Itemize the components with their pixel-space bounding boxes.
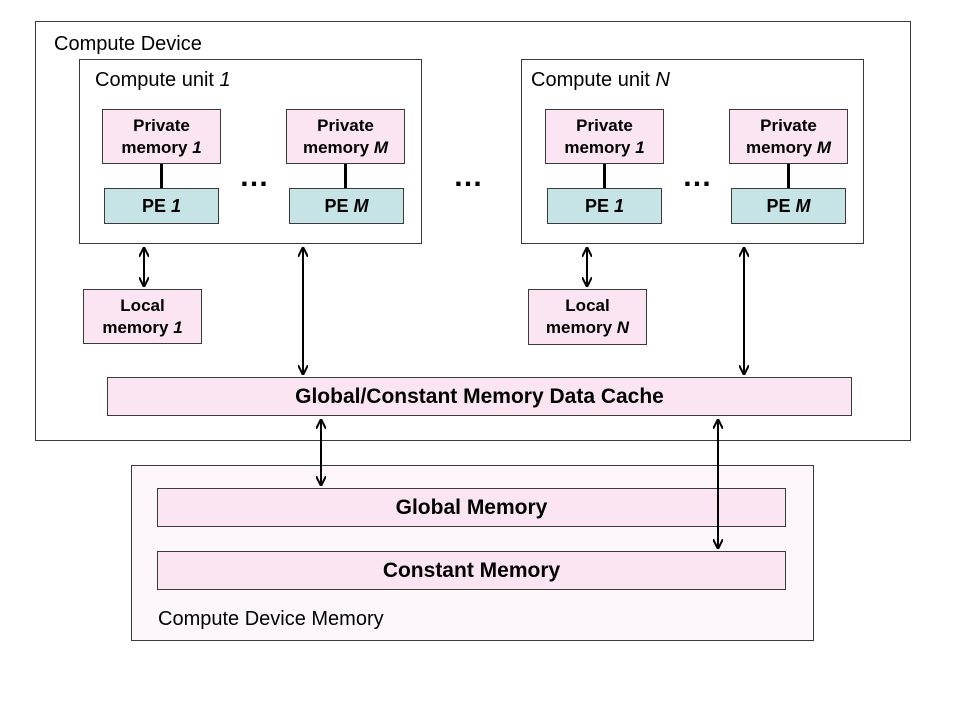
global-constant-cache: Global/Constant Memory Data Cache: [107, 377, 852, 416]
compute-unit-n-title-prefix: Compute unit: [531, 69, 656, 91]
unit-1-private-memory-1: Private memory 1: [102, 109, 221, 164]
compute-unit-n-title: Compute unit N: [531, 69, 670, 92]
private-memory-label: Private: [317, 115, 374, 135]
private-memory-prefix: memory: [564, 137, 636, 157]
constant-memory: Constant Memory: [157, 551, 786, 590]
private-memory-index: M: [373, 137, 389, 157]
compute-unit-n-title-index: N: [655, 69, 670, 91]
local-memory-index: N: [616, 318, 630, 337]
private-memory-label: Private: [576, 115, 633, 135]
local-memory-n: Local memory N: [528, 289, 647, 345]
private-memory-prefix: memory: [302, 137, 374, 157]
compute-unit-1-title-index: 1: [219, 69, 231, 91]
private-memory-prefix: memory: [121, 137, 193, 157]
private-memory-index: 1: [635, 137, 645, 157]
private-memory-label: Private: [133, 115, 190, 135]
unit-1-pe-m: PE M: [289, 188, 404, 224]
unit-n-private-memory-1: Private memory 1: [545, 109, 664, 164]
pe-index: 1: [614, 196, 625, 216]
unit-1-pe-1: PE 1: [104, 188, 219, 224]
unit-n-ellipsis: …: [682, 160, 713, 193]
local-memory-1: Local memory 1: [83, 289, 202, 344]
private-memory-index: M: [816, 137, 832, 157]
unit-n-private-memory-m: Private memory M: [729, 109, 848, 164]
local-memory-label: Local: [120, 295, 165, 315]
pe-index: M: [353, 196, 369, 216]
unit-n-pe-m: PE M: [731, 188, 846, 224]
pe-prefix: PE: [141, 196, 171, 216]
compute-unit-1-title-prefix: Compute unit: [95, 69, 220, 91]
unit-1-pe-1-link: [160, 164, 163, 188]
pe-index: M: [795, 196, 811, 216]
unit-1-private-memory-m: Private memory M: [286, 109, 405, 164]
compute-unit-1-title: Compute unit 1: [95, 69, 231, 92]
local-memory-prefix: memory: [545, 318, 617, 337]
unit-n-pe-1: PE 1: [547, 188, 662, 224]
between-units-ellipsis: …: [453, 160, 484, 193]
global-memory: Global Memory: [157, 488, 786, 527]
pe-prefix: PE: [324, 196, 354, 216]
local-memory-label: Local: [565, 296, 610, 315]
device-memory-title: Compute Device Memory: [158, 608, 384, 630]
private-memory-prefix: memory: [745, 137, 817, 157]
unit-n-pe-m-link: [787, 164, 790, 188]
unit-1-ellipsis: …: [239, 160, 270, 193]
pe-index: 1: [171, 196, 182, 216]
unit-1-pe-m-link: [344, 164, 347, 188]
local-memory-index: 1: [173, 317, 183, 337]
unit-n-pe-1-link: [603, 164, 606, 188]
private-memory-index: 1: [192, 137, 202, 157]
pe-prefix: PE: [766, 196, 796, 216]
compute-device-title: Compute Device: [54, 33, 202, 55]
private-memory-label: Private: [760, 115, 817, 135]
pe-prefix: PE: [584, 196, 614, 216]
local-memory-prefix: memory: [102, 317, 174, 337]
